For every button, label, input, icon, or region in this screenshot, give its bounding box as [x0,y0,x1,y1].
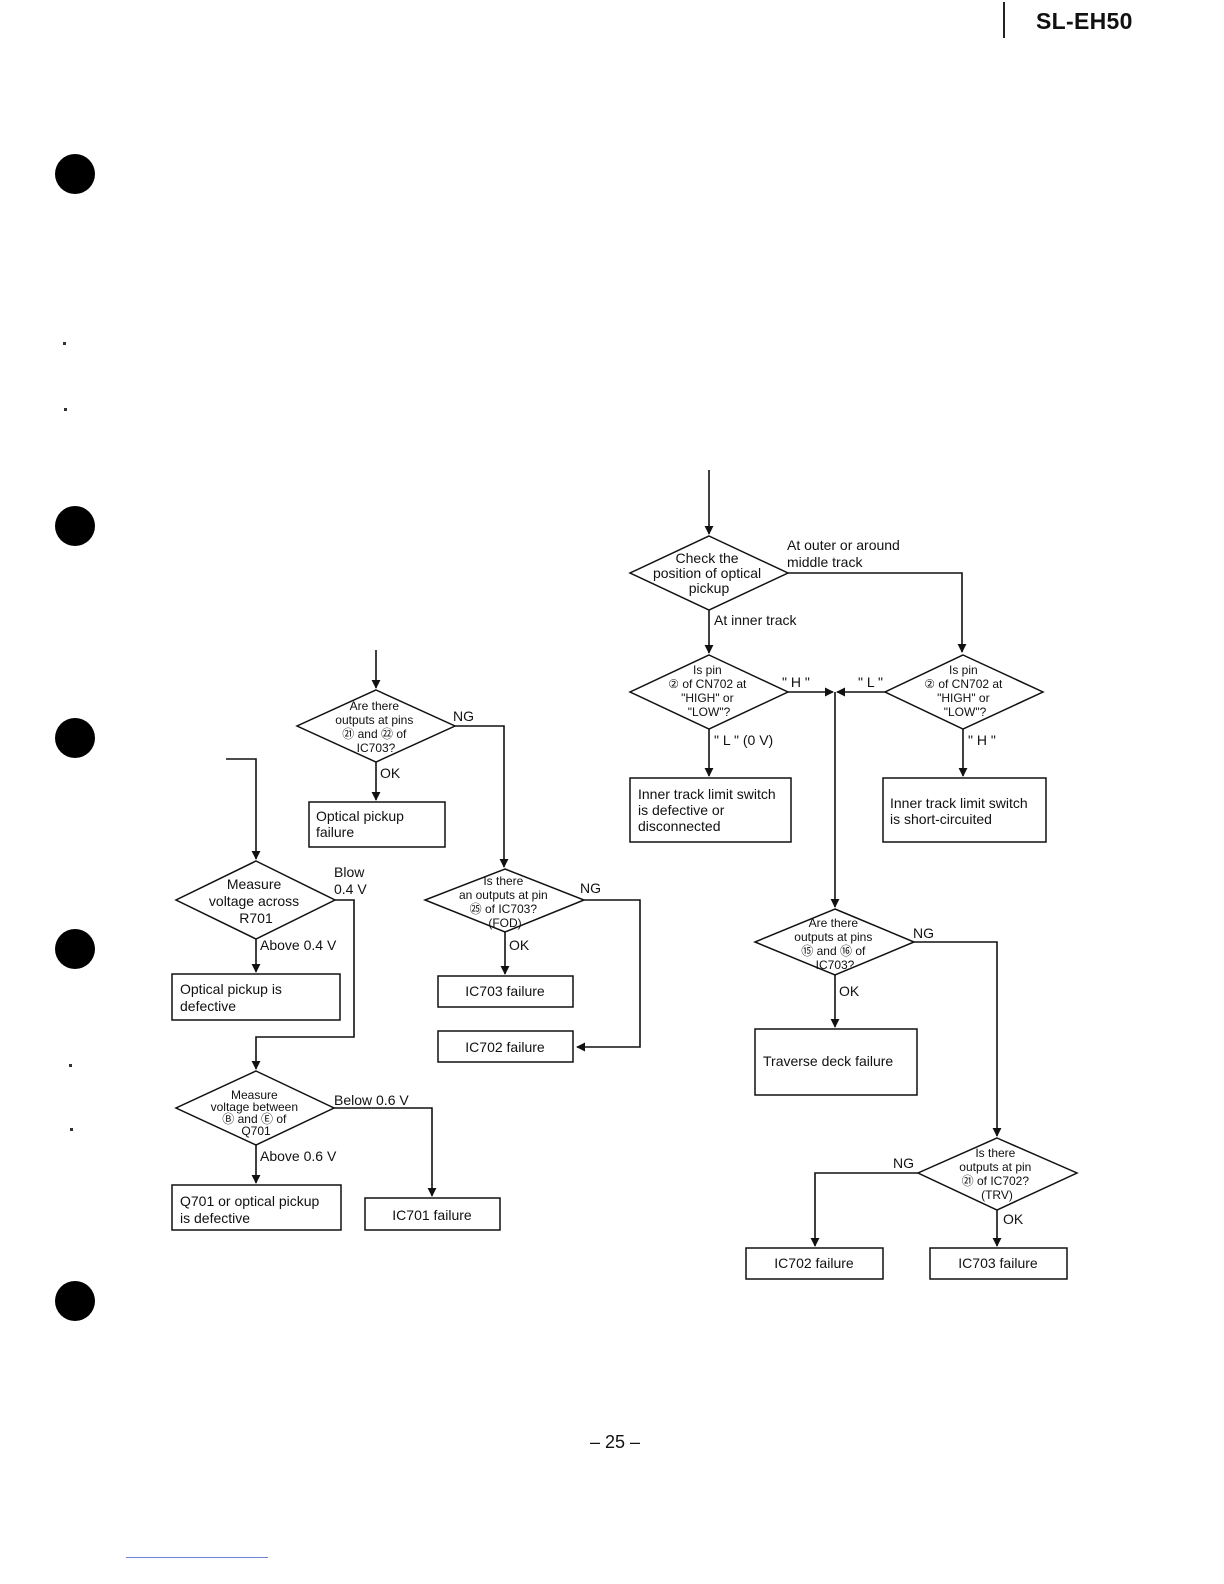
result-text: Q701 or optical pickup is defective [180,1193,323,1226]
decision-text: Is pin ② of CN702 at "HIGH" or "LOW"? [924,663,1005,719]
label-h-left: " H " [782,674,810,690]
label-ok-21-22: OK [380,765,401,781]
scan-speck [70,1128,73,1131]
decision-text: Measure voltage between Ⓑ and Ⓔ of Q701 [211,1088,302,1138]
model-header: SL-EH50 [1036,8,1133,34]
binder-hole [55,506,95,546]
binder-hole [55,154,95,194]
label-ng-trv: NG [893,1155,914,1171]
decision-text: Measure voltage across R701 [209,876,303,926]
result-inner-defective [629,777,792,843]
result-text: Inner track limit switch is defective or… [638,786,780,834]
connector-below-04 [251,899,355,1070]
result-pickup-defective [171,973,341,1021]
result-text: IC702 failure [774,1255,854,1271]
connector-ng-trv [810,1172,918,1247]
connector-below-06 [334,1107,437,1197]
entry-arrow [226,758,261,860]
label-ok-pin25: OK [509,937,530,953]
result-q701-defective [171,1184,342,1231]
label-ng-pin25: NG [580,880,601,896]
label-above-06: Above 0.6 V [260,1148,337,1164]
result-inner-short [882,777,1047,843]
label-below-06: Below 0.6 V [334,1092,409,1108]
decision-text: Is pin ② of CN702 at "HIGH" or "LOW"? [668,663,749,719]
result-ic702-failure-mid [437,1030,574,1063]
connector-ng-pin25 [576,899,641,1052]
result-text: IC703 failure [958,1255,1038,1271]
label-above-04: Above 0.4 V [260,937,337,953]
decision-text: Check the position of optical pickup [653,550,765,596]
result-ic701-failure [364,1197,501,1231]
binder-hole [55,718,95,758]
decision-text: Are there outputs at pins ㉑ and ㉒ of IC7… [335,699,416,755]
label-inner-track: At inner track [714,612,797,628]
decision-text: Is there an outputs at pin ㉕ of IC703? (… [459,874,551,930]
connector-ng-15-16 [914,941,1002,1137]
label-h-right: " H " [968,732,996,748]
binder-hole [55,929,95,969]
label-outer-track: At outer or around middle track [787,537,904,570]
label-below-04: Blow 0.4 V [334,864,368,897]
result-traverse-failure [754,1028,918,1096]
page-number: – 25 – [589,1432,641,1452]
result-text: IC701 failure [392,1207,472,1223]
result-text: IC702 failure [465,1039,545,1055]
result-ic702-failure-right [745,1247,884,1280]
result-optical-failure [308,801,446,848]
scan-speck [69,1064,72,1067]
header-rule [1003,2,1005,38]
scan-speck [64,408,67,411]
label-ok-15-16: OK [839,983,860,999]
result-ic703-failure-mid [437,975,574,1008]
label-ng-21-22: NG [453,708,474,724]
label-l-right: " L " [858,674,883,690]
result-text: Optical pickup is defective [180,981,286,1014]
bottom-underline [126,1557,268,1558]
result-text: Traverse deck failure [763,1053,893,1069]
label-l-0v: " L " (0 V) [714,732,773,748]
scan-speck [63,342,66,345]
decision-text: Is there outputs at pin ㉑ of IC702? (TRV… [959,1146,1034,1202]
result-text: IC703 failure [465,983,545,999]
binder-hole [55,1281,95,1321]
result-text: Inner track limit switch is short-circui… [890,795,1032,827]
result-text: Optical pickup failure [316,808,408,840]
label-ng-15-16: NG [913,925,934,941]
connector-ng-21-22 [455,725,509,868]
decision-text: Are there outputs at pins ⑮ and ⑯ of IC7… [794,916,875,972]
label-ok-trv: OK [1003,1211,1024,1227]
result-ic703-failure-right [929,1247,1068,1280]
connector-outer-track [788,572,967,653]
